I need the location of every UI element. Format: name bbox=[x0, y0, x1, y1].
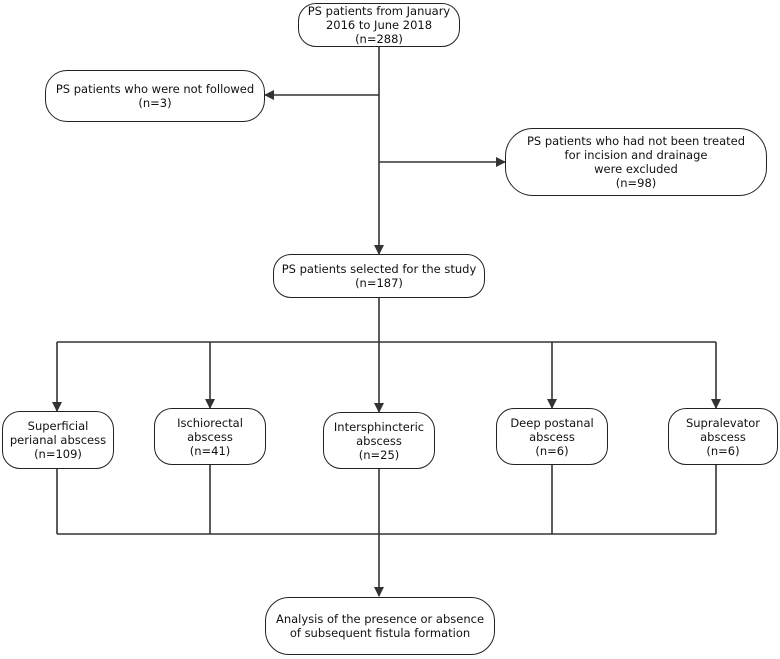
deep-postanal-box: Deep postanal abscess (n=6) bbox=[496, 408, 608, 465]
ischiorectal-line-2: abscess bbox=[187, 429, 233, 444]
superficial-line-3: (n=109) bbox=[34, 447, 82, 461]
excluded-line-3: were excluded bbox=[594, 162, 678, 176]
ischiorectal-box: Ischiorectal abscess (n=41) bbox=[154, 408, 266, 465]
deep-postanal-line-2: abscess bbox=[529, 429, 575, 444]
excluded-line-1: PS patients who had not been treated bbox=[526, 134, 745, 148]
superficial-line-1: Superficial bbox=[27, 419, 89, 433]
analysis-line-2: of subsequent fistula formation bbox=[289, 626, 471, 640]
intersphincteric-line-2: abscess bbox=[356, 433, 402, 448]
deep-postanal-line-1: Deep postanal bbox=[510, 415, 594, 430]
intersphincteric-box: Intersphincteric abscess (n=25) bbox=[323, 412, 435, 469]
supralevator-line-2: abscess bbox=[700, 429, 746, 444]
start-line-3: (n=288) bbox=[355, 32, 403, 46]
analysis-line-1: Analysis of the presence or absence bbox=[275, 612, 485, 626]
selected-line-2: (n=187) bbox=[355, 276, 403, 290]
supralevator-box: Supralevator abscess (n=6) bbox=[668, 408, 778, 465]
deep-postanal-line-3: (n=6) bbox=[535, 443, 569, 458]
ischiorectal-line-3: (n=41) bbox=[189, 443, 231, 458]
supralevator-line-1: Supralevator bbox=[685, 415, 761, 430]
excluded-line-4: (n=98) bbox=[615, 176, 657, 190]
ischiorectal-line-1: Ischiorectal bbox=[177, 415, 243, 430]
excluded-box: PS patients who had not been treated for… bbox=[505, 128, 767, 196]
start-line-2: 2016 to June 2018 bbox=[325, 18, 433, 32]
analysis-box: Analysis of the presence or absence of s… bbox=[265, 597, 495, 655]
selected-box: PS patients selected for the study (n=18… bbox=[273, 254, 485, 298]
excluded-line-2: for incision and drainage bbox=[564, 148, 708, 162]
start-box: PS patients from January 2016 to June 20… bbox=[298, 3, 460, 47]
superficial-box: Superficial perianal abscess (n=109) bbox=[2, 411, 114, 469]
not-followed-box: PS patients who were not followed (n=3) bbox=[45, 70, 265, 122]
selected-line-1: PS patients selected for the study bbox=[281, 262, 477, 276]
not-followed-line-2: (n=3) bbox=[138, 96, 172, 110]
supralevator-line-3: (n=6) bbox=[706, 443, 740, 458]
start-line-1: PS patients from January bbox=[307, 4, 451, 18]
intersphincteric-line-1: Intersphincteric bbox=[333, 419, 425, 434]
superficial-line-2: perianal abscess bbox=[9, 433, 107, 447]
not-followed-line-1: PS patients who were not followed bbox=[55, 82, 255, 96]
intersphincteric-line-3: (n=25) bbox=[358, 447, 400, 462]
